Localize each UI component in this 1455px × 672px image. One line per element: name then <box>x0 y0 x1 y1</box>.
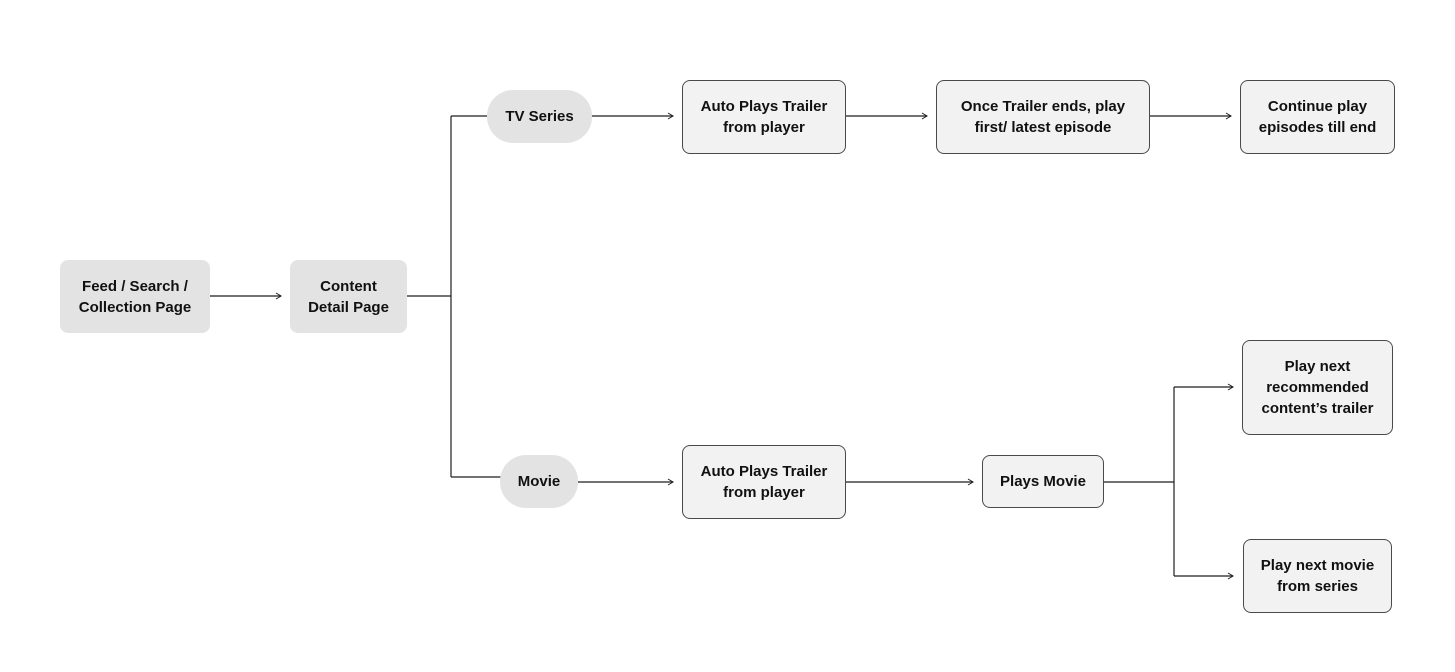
arrowhead-continue <box>1225 112 1232 120</box>
node-label: Content Detail Page <box>308 277 389 316</box>
node-once-trailer-ends: Once Trailer ends, play first/ latest ep… <box>936 80 1150 154</box>
arrowhead-plays-movie <box>967 478 974 486</box>
node-label: TV Series <box>505 108 574 125</box>
arrowhead-once-ends <box>921 112 928 120</box>
node-plays-movie: Plays Movie <box>982 455 1104 508</box>
node-label: Plays Movie <box>1000 473 1086 490</box>
node-label: Play next recommended content’s trailer <box>1261 358 1374 417</box>
node-label: Once Trailer ends, play first/ latest ep… <box>960 98 1126 136</box>
node-label: Play next movie from series <box>1260 557 1375 595</box>
node-feed-search-collection: Feed / Search / Collection Page <box>60 260 210 333</box>
arrowhead-tv-trailer <box>667 112 674 120</box>
node-label: Movie <box>517 473 561 490</box>
node-label: Feed / Search / Collection Page <box>78 277 192 316</box>
node-play-next-recommended: Play next recommended content’s trailer <box>1242 340 1393 435</box>
node-tv-series: TV Series <box>487 90 592 143</box>
node-movie: Movie <box>500 455 578 508</box>
node-label: Continue play episodes till end <box>1258 98 1377 136</box>
node-label: Auto Plays Trailer from player <box>700 463 828 501</box>
node-play-next-movie-series: Play next movie from series <box>1243 539 1392 613</box>
node-continue-play-episodes: Continue play episodes till end <box>1240 80 1395 154</box>
arrowhead-next-recommended <box>1227 383 1234 391</box>
node-movie-auto-plays-trailer: Auto Plays Trailer from player <box>682 445 846 519</box>
node-tv-auto-plays-trailer: Auto Plays Trailer from player <box>682 80 846 154</box>
node-content-detail-page: Content Detail Page <box>290 260 407 333</box>
node-label: Auto Plays Trailer from player <box>700 98 828 136</box>
arrowhead-movie-trailer <box>667 478 674 486</box>
arrowhead-next-movie-series <box>1227 572 1234 580</box>
arrowhead-content-detail <box>275 292 282 300</box>
